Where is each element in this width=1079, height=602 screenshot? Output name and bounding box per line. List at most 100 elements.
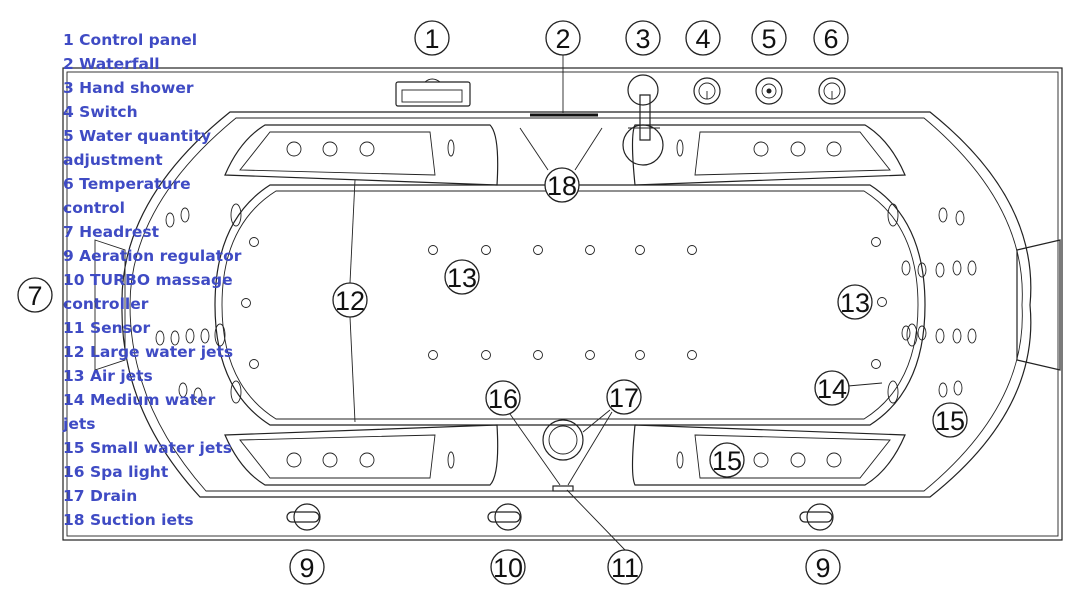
small-water-jet xyxy=(155,330,165,346)
small-water-jet xyxy=(935,328,945,344)
legend-item: 5 Water quantity adjustment xyxy=(63,127,212,169)
svg-text:13: 13 xyxy=(840,288,870,318)
temperature-knob xyxy=(818,77,846,105)
air-jet xyxy=(241,298,251,308)
seat-jet xyxy=(790,452,806,468)
seat-jet xyxy=(359,452,375,468)
medium-water-jet xyxy=(887,203,899,227)
legend-item: 3 Hand shower xyxy=(63,79,194,97)
callout-12: 12 xyxy=(332,282,368,318)
small-water-jet xyxy=(935,262,945,278)
svg-text:12: 12 xyxy=(335,286,365,316)
svg-text:14: 14 xyxy=(817,374,847,404)
svg-text:17: 17 xyxy=(609,383,639,413)
callout-13-right: 13 xyxy=(837,284,873,320)
seat-jet xyxy=(826,141,842,157)
legend: 1 Control panel 2 Waterfall 3 Hand showe… xyxy=(63,28,243,532)
small-water-jet xyxy=(917,262,927,278)
air-jet xyxy=(585,350,595,360)
legend-item: 17 Drain xyxy=(63,487,138,505)
air-jet xyxy=(428,245,438,255)
svg-text:6: 6 xyxy=(823,24,838,54)
legend-item: 14 Medium water jets xyxy=(63,391,216,433)
svg-text:7: 7 xyxy=(27,281,42,311)
seat-jet xyxy=(753,452,769,468)
hand-shower xyxy=(622,74,664,166)
svg-text:1: 1 xyxy=(424,24,439,54)
air-jet xyxy=(481,350,491,360)
medium-water-jet xyxy=(906,323,918,347)
svg-text:13: 13 xyxy=(447,263,477,293)
tub-basin-inner xyxy=(221,190,919,420)
small-water-jet xyxy=(200,328,210,344)
small-water-jet xyxy=(170,330,180,346)
medium-water-jet xyxy=(230,380,242,404)
callout-7: 7 xyxy=(17,277,53,313)
small-water-jet xyxy=(938,382,948,398)
tub-outer-rim xyxy=(62,67,1063,541)
legend-item: 1 Control panel xyxy=(63,31,198,49)
svg-text:9: 9 xyxy=(299,553,314,583)
callout-17: 17 xyxy=(606,379,642,415)
leader-lines xyxy=(349,55,883,551)
callout-9-left: 9 xyxy=(289,549,325,585)
small-water-jet xyxy=(955,210,965,226)
small-water-jet xyxy=(953,380,963,396)
seat-side-jet xyxy=(676,139,684,157)
small-water-jet xyxy=(952,328,962,344)
tub-basin xyxy=(214,184,926,426)
switch xyxy=(693,77,721,105)
air-jet xyxy=(871,359,881,369)
legend-item: 4 Switch xyxy=(63,103,138,121)
air-jet xyxy=(877,297,887,307)
svg-text:9: 9 xyxy=(815,553,830,583)
headrest-left-outline xyxy=(94,239,126,371)
svg-text:15: 15 xyxy=(935,406,965,436)
aeration-regulator-right xyxy=(799,503,834,531)
legend-item: 18 Suction iets xyxy=(63,511,194,529)
legend-item: 13 Air jets xyxy=(63,367,153,385)
small-water-jet xyxy=(901,260,911,276)
small-water-jet xyxy=(952,260,962,276)
air-jet xyxy=(249,237,259,247)
small-water-jet xyxy=(938,207,948,223)
legend-item: 10 TURBO massage controller xyxy=(63,271,233,313)
tub-shell-inner xyxy=(129,117,1023,492)
air-jet xyxy=(687,350,697,360)
jets-group xyxy=(155,139,977,469)
air-jet xyxy=(687,245,697,255)
seat-top-right xyxy=(631,124,906,186)
seat-side-jet xyxy=(676,451,684,469)
callout-6: 6 xyxy=(813,20,849,56)
tub-inner-rim xyxy=(66,71,1059,537)
medium-water-jet xyxy=(214,323,226,347)
callout-13-left: 13 xyxy=(444,259,480,295)
seat-jet xyxy=(286,141,302,157)
callout-15-right: 15 xyxy=(932,402,968,438)
air-jet xyxy=(481,245,491,255)
seat-jet xyxy=(753,141,769,157)
callout-10: 10 xyxy=(490,549,526,585)
medium-water-jet xyxy=(230,203,242,227)
legend-item: 9 Aeration regulator xyxy=(63,247,242,265)
small-water-jet xyxy=(967,328,977,344)
callout-14: 14 xyxy=(814,370,850,406)
headrest xyxy=(1016,239,1061,371)
control-panel xyxy=(395,78,471,107)
small-water-jet xyxy=(917,325,927,341)
callout-9-right: 9 xyxy=(805,549,841,585)
svg-text:16: 16 xyxy=(488,384,518,414)
svg-text:15: 15 xyxy=(712,446,742,476)
air-jet xyxy=(635,350,645,360)
seat-jet xyxy=(322,452,338,468)
small-water-jet xyxy=(185,328,195,344)
air-jet xyxy=(871,237,881,247)
callout-5: 5 xyxy=(751,20,787,56)
small-water-jet xyxy=(967,260,977,276)
small-water-jet xyxy=(165,212,175,228)
seat-side-jet xyxy=(447,451,455,469)
seat-top-left xyxy=(224,124,499,186)
air-jet xyxy=(585,245,595,255)
